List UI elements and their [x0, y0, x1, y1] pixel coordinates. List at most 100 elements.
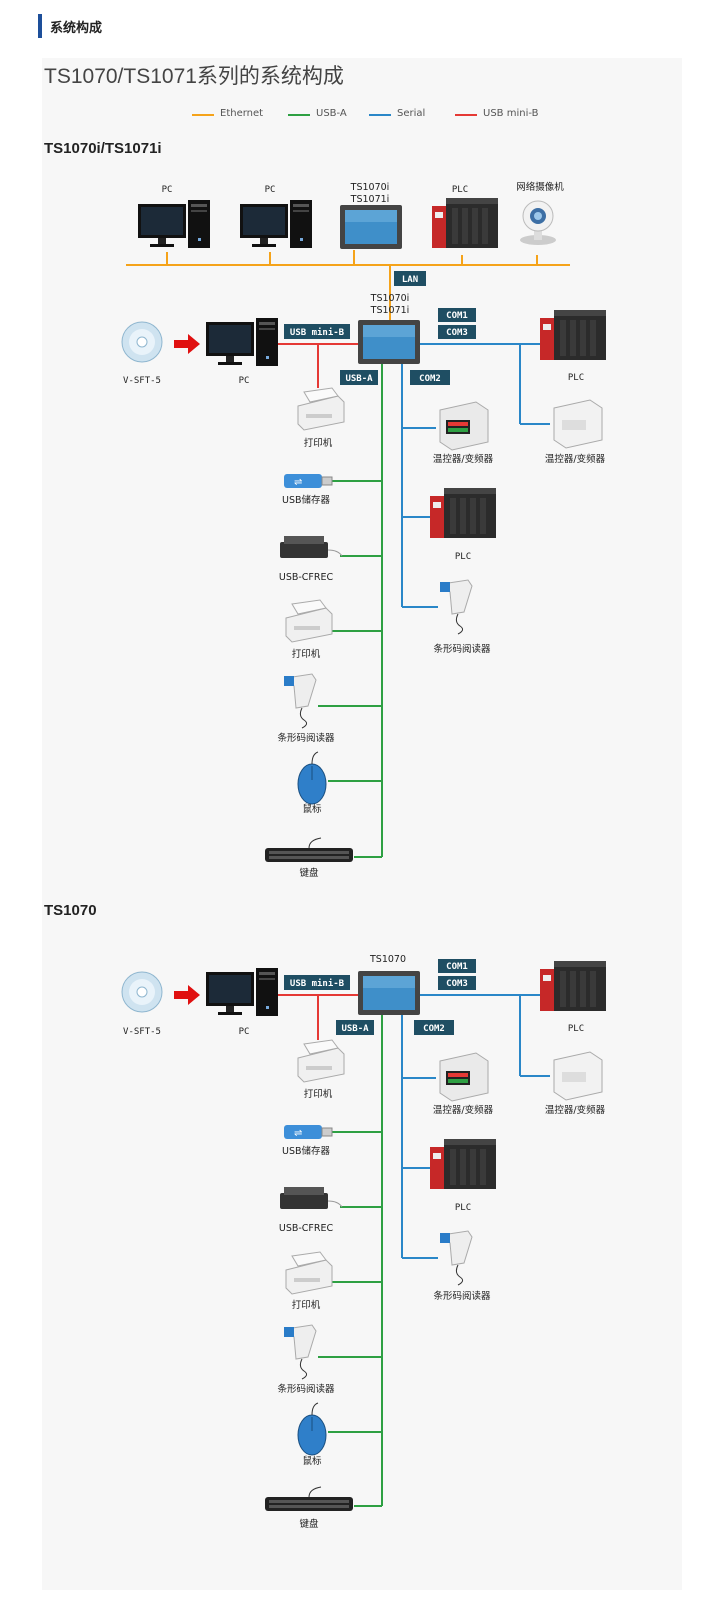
printer3-label: 打印机	[304, 1088, 333, 1100]
camera-label: 网络摄像机	[516, 181, 564, 193]
top-plc-label: PLC	[452, 185, 468, 195]
pc2b-label: PC	[239, 1027, 250, 1037]
keyboard2-label: 键盘	[299, 1518, 319, 1530]
pc-icon	[240, 200, 312, 248]
svg-text:LAN: LAN	[402, 275, 418, 285]
printer2-label: 打印机	[292, 648, 321, 660]
plc-mid-label: PLC	[455, 552, 471, 562]
cfrec-label: USB-CFREC	[279, 572, 334, 583]
temp-label: 温控器/变频器	[433, 453, 494, 465]
temp-right-label: 温控器/变频器	[545, 453, 606, 465]
keyboard-icon	[264, 1486, 354, 1512]
pc2-label: PC	[265, 185, 276, 195]
printer-icon	[285, 1251, 333, 1295]
hmi2-label: TS1070	[369, 954, 406, 965]
vsft-label: V-SFT-5	[123, 376, 161, 386]
printer-icon	[297, 1039, 345, 1083]
temp-icon	[553, 399, 603, 449]
com2-tag: COM2	[410, 370, 450, 385]
header-title: 系统构成	[50, 21, 103, 36]
keyboard-icon	[264, 837, 354, 863]
svg-text:USB mini-B: USB mini-B	[290, 978, 345, 989]
plc-icon	[540, 310, 606, 360]
plc-icon	[540, 961, 606, 1011]
barcode-right2-label: 条形码阅读器	[433, 1290, 491, 1302]
hmi-line2: TS1071i	[370, 305, 410, 316]
printer-icon	[297, 387, 345, 431]
svg-text:COM1: COM1	[446, 962, 468, 972]
plc-mid2-label: PLC	[455, 1203, 471, 1213]
usb-icon	[283, 1124, 333, 1140]
printer-label: 打印机	[304, 437, 333, 449]
com1-tag: COM1	[438, 308, 476, 322]
mouse2-label: 鼠标	[302, 1455, 322, 1467]
com3-tag: COM3	[438, 325, 476, 339]
plc-icon	[430, 1139, 496, 1189]
svg-text:USB mini-B: USB mini-B	[290, 327, 345, 338]
camera-icon	[519, 200, 557, 246]
keyboard-label: 键盘	[299, 867, 319, 879]
pc-icon	[206, 968, 278, 1016]
section2-title: TS1070	[44, 902, 97, 919]
hmi-icon	[358, 320, 420, 364]
usb-storage-label: USB储存器	[282, 494, 331, 506]
pc1-label: PC	[162, 185, 173, 195]
temp-icon	[439, 401, 489, 451]
barcode-label: 条形码阅读器	[277, 732, 335, 744]
arrow-icon	[174, 334, 200, 354]
pc-icon	[206, 318, 278, 366]
barcode-right-label: 条形码阅读器	[433, 643, 491, 655]
mouse-icon	[297, 751, 327, 805]
mouse-icon	[297, 1402, 327, 1456]
com2-tag-2: COM2	[414, 1020, 454, 1035]
svg-text:USB-A: USB-A	[345, 374, 373, 384]
barcode2-label: 条形码阅读器	[277, 1383, 335, 1395]
section-header: 系统构成	[38, 14, 678, 38]
arrow-icon	[174, 985, 200, 1005]
svg-text:COM3: COM3	[446, 979, 468, 989]
top-hmi-line2: TS1071i	[350, 194, 390, 205]
temp-icon	[553, 1051, 603, 1101]
pc-label: PC	[239, 376, 250, 386]
page-title: TS1070/TS1071系列的系统构成	[44, 65, 344, 88]
usb-icon	[283, 473, 333, 489]
plc-right2-label: PLC	[568, 1024, 584, 1034]
temp-right2-label: 温控器/变频器	[545, 1104, 606, 1116]
usb-mini-b-tag: USB mini-B	[284, 324, 350, 339]
cfrec2-label: USB-CFREC	[279, 1223, 334, 1234]
svg-text:COM1: COM1	[446, 311, 468, 321]
cfrec-icon	[279, 1186, 343, 1210]
plc-right-label: PLC	[568, 373, 584, 383]
lan-tag: LAN	[394, 271, 426, 286]
barcode-icon	[283, 1324, 317, 1380]
vsft2-label: V-SFT-5	[123, 1027, 161, 1037]
com1-tag-2: COM1	[438, 959, 476, 973]
usb-a-tag-2: USB-A	[336, 1020, 374, 1035]
svg-text:COM3: COM3	[446, 328, 468, 338]
usb-storage2-label: USB储存器	[282, 1145, 331, 1157]
temp-icon	[439, 1052, 489, 1102]
mouse-label: 鼠标	[302, 803, 322, 815]
barcode-icon	[439, 1230, 473, 1286]
hmi-icon	[358, 971, 420, 1015]
section1-title: TS1070i/TS1071i	[44, 140, 162, 157]
plc-icon	[432, 198, 498, 248]
hmi-icon	[340, 205, 402, 249]
printer-icon	[285, 599, 333, 643]
header-accent-bar	[38, 14, 42, 38]
cfrec-icon	[279, 535, 343, 559]
svg-text:COM2: COM2	[423, 1024, 445, 1034]
usb-a-tag: USB-A	[340, 370, 378, 385]
usb-mini-b-tag-2: USB mini-B	[284, 975, 350, 990]
barcode-icon	[283, 673, 317, 729]
barcode-icon	[439, 579, 473, 635]
top-hmi-line1: TS1070i	[350, 182, 390, 193]
hmi-line1: TS1070i	[370, 293, 410, 304]
temp2-label: 温控器/变频器	[433, 1104, 494, 1116]
pc-icon	[138, 200, 210, 248]
svg-text:USB-A: USB-A	[341, 1024, 369, 1034]
com3-tag-2: COM3	[438, 976, 476, 990]
printer4-label: 打印机	[292, 1299, 321, 1311]
plc-icon	[430, 488, 496, 538]
